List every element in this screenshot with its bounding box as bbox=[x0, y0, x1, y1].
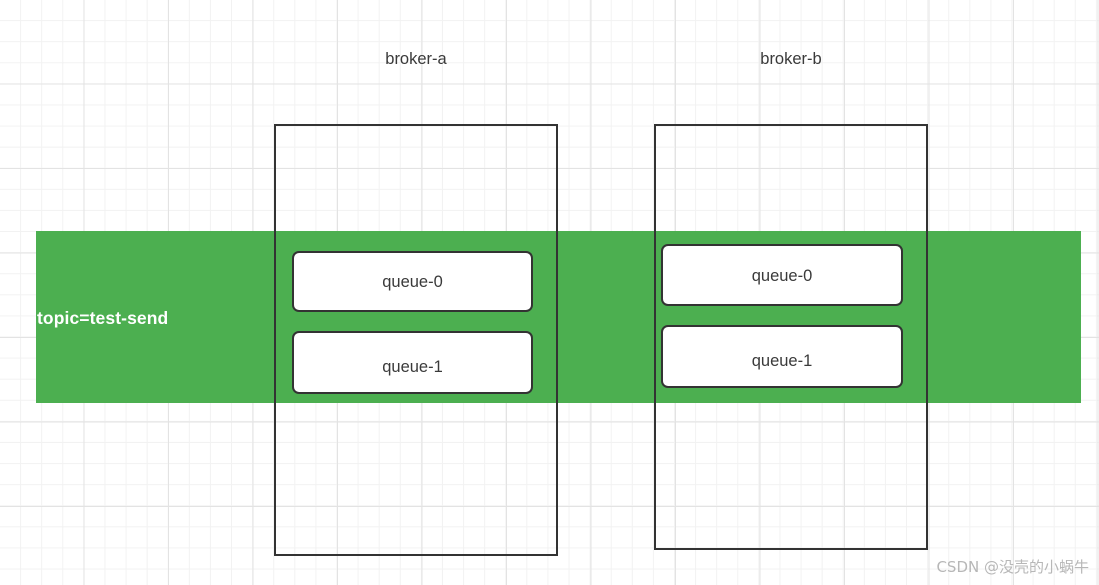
broker-a-queue-0-box: queue-0 bbox=[292, 251, 533, 312]
broker-a-box bbox=[274, 124, 558, 556]
topic-band bbox=[36, 231, 1081, 403]
broker-a-title: broker-a bbox=[385, 50, 447, 68]
broker-b-queue-0-box: queue-0 bbox=[661, 244, 903, 306]
broker-b-queue-0-label: queue-0 bbox=[751, 266, 813, 285]
broker-b-box bbox=[654, 124, 928, 550]
broker-a-queue-1-box: queue-1 bbox=[292, 331, 533, 394]
watermark: CSDN @没壳的小蜗牛 bbox=[936, 558, 1089, 576]
broker-a-queue-1-label: queue-1 bbox=[382, 358, 443, 376]
broker-b-title: broker-b bbox=[760, 50, 822, 68]
topic-label: topic=test-send bbox=[37, 308, 169, 328]
broker-a-queue-0-label: queue-0 bbox=[382, 273, 443, 291]
broker-b-queue-1-box: queue-1 bbox=[661, 325, 903, 388]
broker-b-queue-1-label: queue-1 bbox=[751, 352, 813, 370]
